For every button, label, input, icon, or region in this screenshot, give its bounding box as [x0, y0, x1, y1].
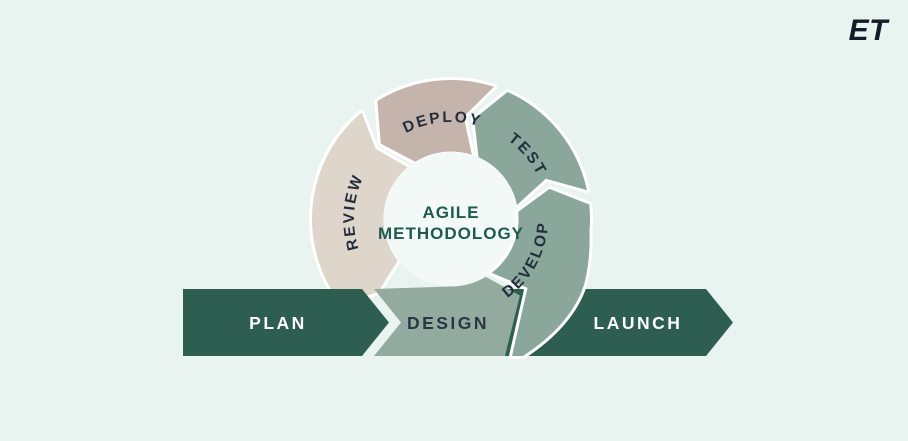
banner-step-plan — [183, 289, 389, 356]
hub-title-line1: AGILE — [423, 203, 480, 222]
ring-segment-develop — [488, 185, 594, 359]
ring-segment-deploy — [374, 77, 497, 165]
et-logo: ET — [849, 14, 891, 47]
ring-segment-test — [471, 89, 590, 208]
hub-disc — [384, 152, 518, 286]
banner-label-launch: LAUNCH — [594, 313, 683, 333]
banner-label-design: DESIGN — [407, 313, 489, 333]
hub-title-line2: METHODOLOGY — [378, 224, 524, 243]
banner-step-design — [374, 276, 520, 356]
banner-label-plan: PLAN — [249, 313, 307, 333]
